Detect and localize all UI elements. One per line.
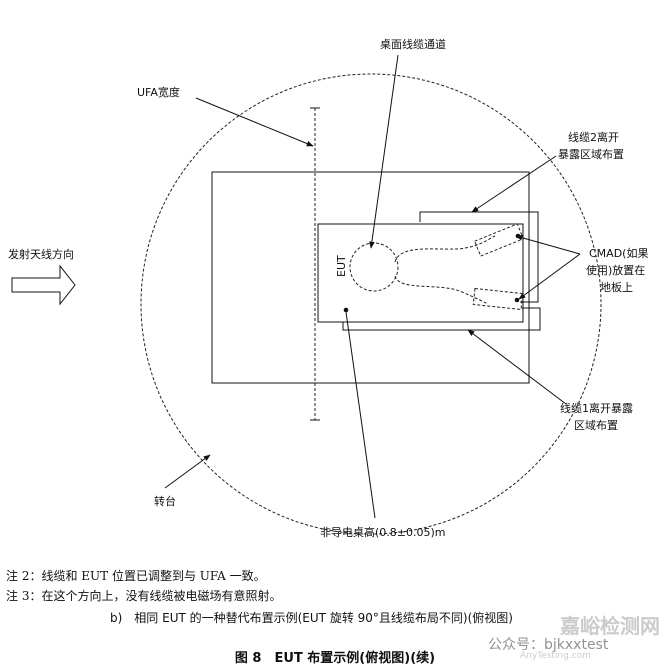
cable1-exit-tray: [342, 307, 541, 331]
eut-dashed-circle: [349, 242, 399, 292]
floor-area-rect: [211, 171, 530, 384]
label-cable1-line2: 区域布置: [574, 419, 618, 432]
label-ufa-width: UFA宽度: [137, 85, 180, 99]
leader-ufa-width: [195, 97, 314, 147]
tx-direction-arrow: [11, 264, 76, 306]
leader-cmad-upper: [515, 235, 581, 255]
watermark-brand: 嘉峪检测网: [560, 614, 660, 638]
non-conductive-table: [317, 223, 524, 323]
note-3: 注 3：在这个方向上，没有线缆被电磁场有意照射。: [6, 589, 282, 603]
cmad-dot-lower: [514, 297, 520, 303]
leader-cable1: [467, 329, 567, 405]
watermark-url: AnyTesting.com: [520, 651, 591, 661]
leader-desk-channel: [369, 54, 399, 249]
label-cmad-line1: CMAD(如果: [589, 246, 648, 260]
leader-turntable: [164, 454, 211, 489]
leader-table-height: [345, 311, 376, 519]
label-turntable: 转台: [154, 494, 176, 508]
label-cmad-line3: 地板上: [600, 280, 633, 294]
label-cable1-line1: 线缆1离开暴露: [560, 401, 633, 415]
leader-cmad-lower: [518, 253, 581, 300]
table-height-dot: [343, 307, 349, 313]
cable2-exit-tray: [419, 211, 539, 303]
figure-caption: 图 8 EUT 布置示例(俯视图)(续): [234, 651, 436, 666]
watermark-account: 公众号：bjkxxtest: [488, 637, 609, 653]
label-cable2-line1: 线缆2离开: [568, 130, 619, 144]
turntable-circle: [140, 73, 602, 535]
eut-label: EUT: [335, 255, 348, 277]
eut-arrangement-diagram: EUT 桌面线缆通道 UFA宽度 线缆2离开 暴露区域布置 发射天线方向 CMA…: [8, 37, 648, 539]
label-desk-cable-channel: 桌面线缆通道: [380, 37, 446, 51]
label-table-height: 非导电桌高(0.8±0.05)m: [320, 525, 446, 539]
cmad-box-lower: [472, 287, 524, 311]
notes: 注 2：线缆和 EUT 位置已调整到与 UFA 一致。 注 3：在这个方向上，没…: [6, 566, 281, 606]
desk-cable-channel-outline: [394, 235, 496, 305]
label-cmad-line2: 使用)放置在: [586, 263, 645, 277]
leader-cable2: [471, 155, 557, 213]
note-2: 注 2：线缆和 EUT 位置已调整到与 UFA 一致。: [6, 569, 266, 583]
label-tx-direction: 发射天线方向: [8, 247, 74, 261]
sub-caption: b) 相同 EUT 的一种替代布置示例(EUT 旋转 90°且线缆布局不同)(俯…: [110, 611, 513, 625]
cmad-box-upper: [474, 223, 524, 257]
label-cable2-line2: 暴露区域布置: [558, 148, 624, 161]
